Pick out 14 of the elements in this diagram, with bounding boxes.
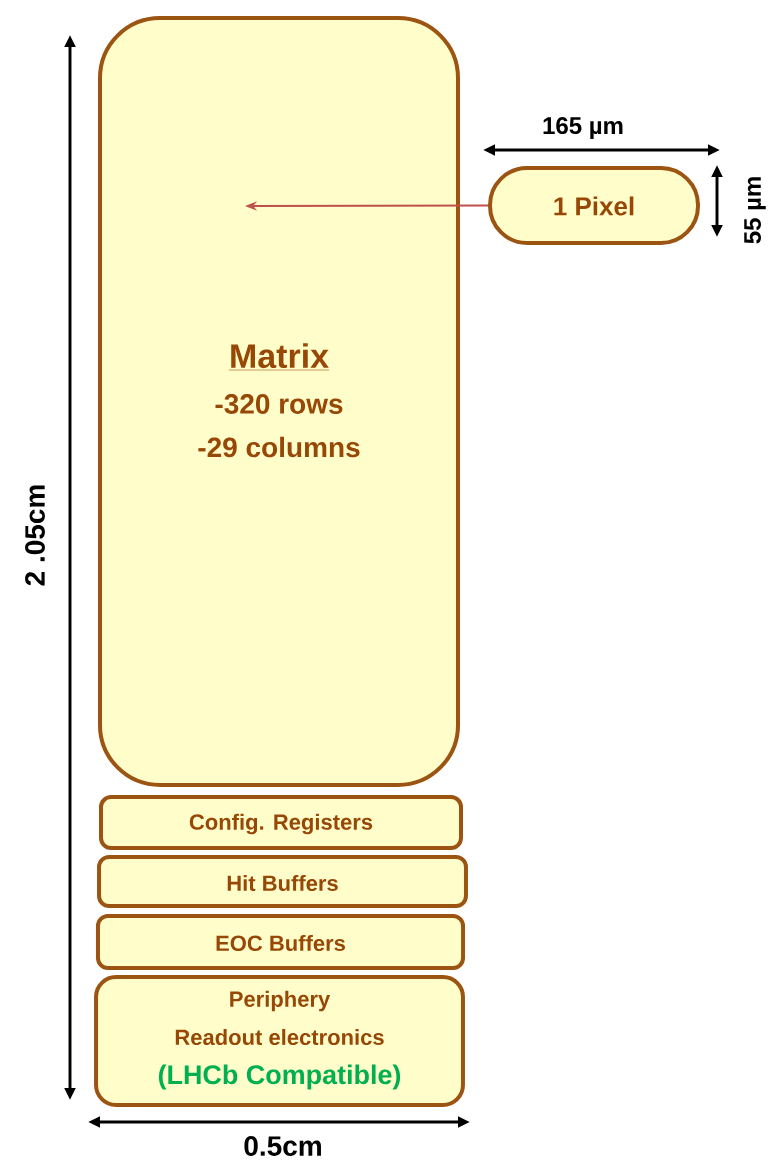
- box-label: Readout electronics: [175, 1028, 384, 1046]
- compatibility-note: (LHCb Compatible): [158, 1064, 401, 1090]
- box-label: Hit Buffers: [227, 874, 338, 892]
- dimension-label: 2 .05cm: [25, 485, 45, 586]
- dimension-label: 0.5cm: [244, 1136, 321, 1156]
- box-label: -29 columns: [198, 436, 360, 458]
- box-title: Matrix: [228, 343, 330, 371]
- box-label: Periphery: [230, 990, 331, 1012]
- box-label: -320 rows: [215, 394, 343, 414]
- box-label: 1 Pixel: [554, 196, 634, 216]
- box-label: Config. Registers: [189, 813, 373, 835]
- box-label: EOC Buffers: [216, 934, 345, 952]
- dimension-label: 55 µm: [744, 177, 766, 244]
- dimension-label: 165 µm: [543, 117, 623, 139]
